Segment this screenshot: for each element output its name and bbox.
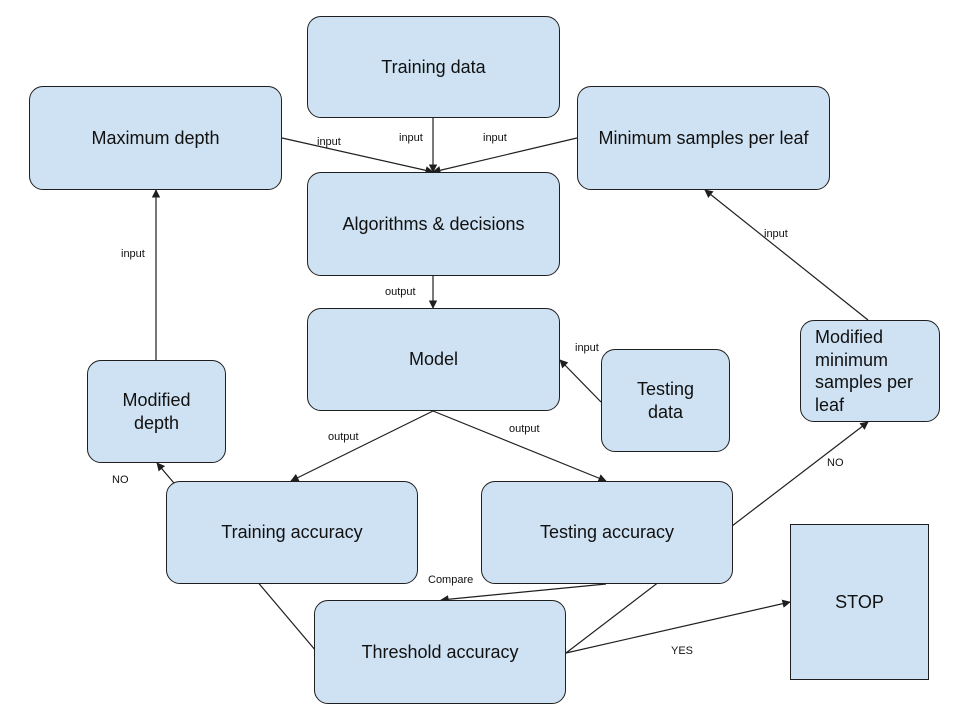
node-min-samples-leaf: Minimum samples per leaf xyxy=(577,86,830,190)
edge-label-input-minsamples: input xyxy=(483,132,507,144)
node-testing-data: Testing data xyxy=(601,349,730,452)
node-modified-depth: Modified depth xyxy=(87,360,226,463)
node-threshold-accuracy: Threshold accuracy xyxy=(314,600,566,704)
node-threshold-accuracy-label: Threshold accuracy xyxy=(361,641,519,662)
edge-label-input-testing: input xyxy=(575,342,599,354)
edge-testing-accuracy-to-threshold xyxy=(440,583,607,604)
edge-maxdepth-to-algorithms xyxy=(281,137,434,175)
node-modified-depth-label: Modified depth xyxy=(122,390,191,433)
node-testing-data-label: Testing data xyxy=(636,379,695,422)
edge-minsamples-to-algorithms xyxy=(432,137,578,175)
node-stop-label: STOP xyxy=(835,591,884,612)
node-training-accuracy: Training accuracy xyxy=(166,481,418,584)
node-model-label: Model xyxy=(408,349,459,370)
node-min-samples-leaf-label: Minimum samples per leaf xyxy=(598,127,809,148)
node-algorithms: Algorithms & decisions xyxy=(307,172,560,276)
node-maximum-depth: Maximum depth xyxy=(29,86,282,190)
node-model: Model xyxy=(307,308,560,411)
node-modified-min-samples-label: Modified minimum samples per leaf xyxy=(815,327,914,415)
edge-testing-data-to-model xyxy=(559,359,602,403)
edge-label-no-left: NO xyxy=(112,474,129,486)
edge-threshold-to-stop xyxy=(565,599,791,654)
edge-label-no-right: NO xyxy=(827,457,844,469)
node-modified-min-samples: Modified minimum samples per leaf xyxy=(800,320,940,422)
edge-label-output-test-acc: output xyxy=(509,423,540,435)
node-training-data: Training data xyxy=(307,16,560,118)
edge-label-input-modified-depth: input xyxy=(121,248,145,260)
node-training-data-label: Training data xyxy=(381,56,486,77)
node-algorithms-label: Algorithms & decisions xyxy=(342,213,525,234)
edge-model-to-training-accuracy xyxy=(290,410,434,482)
edge-label-compare: Compare xyxy=(428,574,474,586)
node-testing-accuracy: Testing accuracy xyxy=(481,481,733,584)
node-testing-accuracy-label: Testing accuracy xyxy=(539,522,675,543)
edge-label-output-algorithms: output xyxy=(385,286,416,298)
edge-label-output-train-acc: output xyxy=(328,431,359,443)
edge-label-input-training: input xyxy=(399,132,423,144)
edge-label-yes: YES xyxy=(671,645,694,657)
edge-label-input-modified-min: input xyxy=(764,228,788,240)
node-training-accuracy-label: Training accuracy xyxy=(221,522,363,543)
node-maximum-depth-label: Maximum depth xyxy=(91,127,220,148)
edge-label-input-maxdepth: input xyxy=(317,136,341,148)
edge-model-to-testing-accuracy xyxy=(432,410,607,483)
edge-modified-min-to-minsamples xyxy=(704,189,869,321)
node-stop: STOP xyxy=(790,524,929,680)
